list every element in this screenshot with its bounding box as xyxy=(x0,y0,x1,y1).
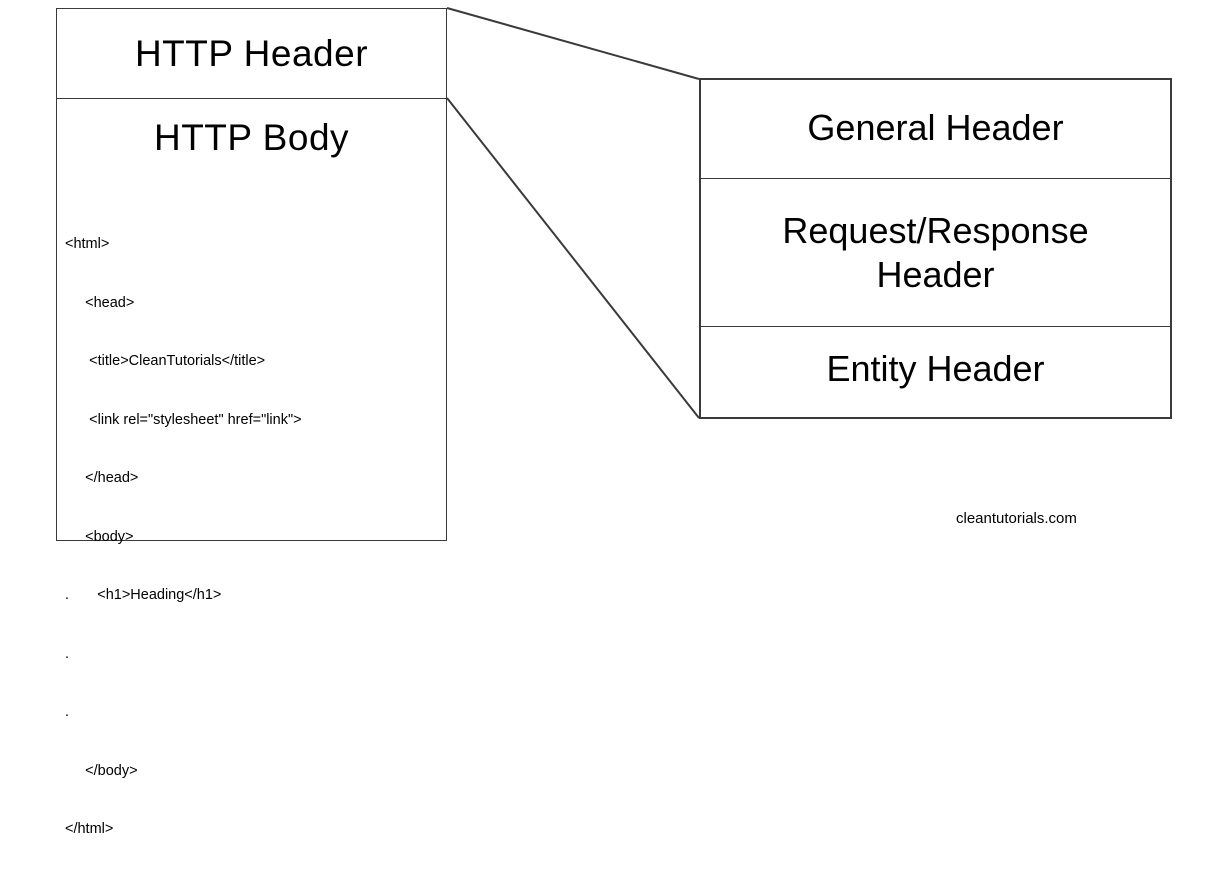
site-watermark: cleantutorials.com xyxy=(956,510,1077,527)
http-header-section: HTTP Header xyxy=(57,9,446,99)
connector-line-bottom xyxy=(446,97,700,419)
code-line: </html> xyxy=(65,821,114,837)
code-line: <body> xyxy=(65,528,134,545)
connector-lines xyxy=(446,7,700,419)
code-line: </body> xyxy=(65,762,138,779)
code-line: <html> xyxy=(65,236,110,252)
entity-header-label: Entity Header xyxy=(826,348,1045,389)
header-breakdown-box: General Header Request/Response Header E… xyxy=(699,78,1172,419)
connector-line-top xyxy=(446,7,700,80)
code-line: </head> xyxy=(65,470,139,486)
code-line: <title>CleanTutorials</title> xyxy=(65,353,266,369)
code-line: . xyxy=(65,704,70,720)
request-response-header-row: Request/Response Header xyxy=(701,179,1170,327)
code-line: . <h1>Heading</h1> xyxy=(65,587,222,603)
general-header-label: General Header xyxy=(807,107,1064,148)
request-response-label-line1: Request/Response xyxy=(782,209,1089,251)
code-line: <head> xyxy=(65,294,135,311)
code-line: <link rel="stylesheet" href="link"> xyxy=(65,411,302,428)
general-header-row: General Header xyxy=(701,80,1170,179)
http-body-section: HTTP Body <html> <head> <title>CleanTuto… xyxy=(57,99,446,837)
code-line: . xyxy=(65,645,70,662)
request-response-header-label: Request/Response Header xyxy=(782,209,1088,297)
entity-header-row: Entity Header xyxy=(701,327,1170,417)
html-code-sample: <html> <head> <title>CleanTutorials</tit… xyxy=(65,196,302,879)
http-body-label: HTTP Body xyxy=(153,117,350,158)
http-message-box: HTTP Header HTTP Body <html> <head> <tit… xyxy=(56,8,447,837)
http-structure-diagram: HTTP Header HTTP Body <html> <head> <tit… xyxy=(56,7,1172,837)
request-response-label-line2: Header xyxy=(876,253,995,295)
http-header-label: HTTP Header xyxy=(134,32,369,74)
